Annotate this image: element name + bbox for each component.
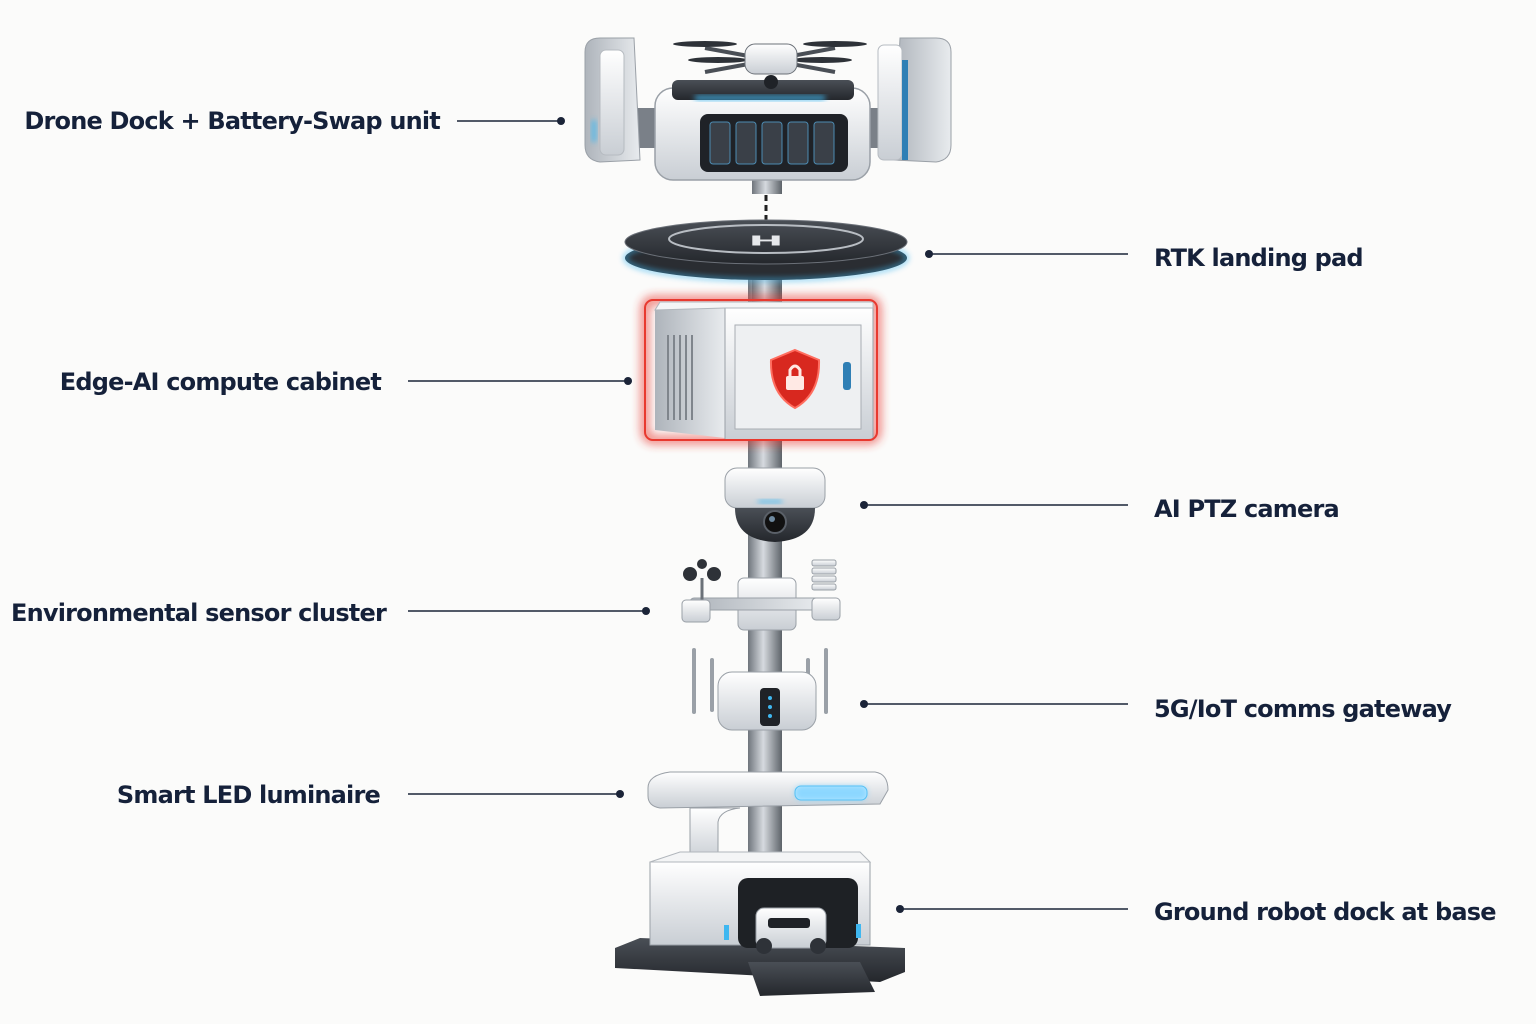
label-comms-gateway: 5G/IoT comms gateway bbox=[1154, 695, 1452, 723]
drone-icon bbox=[673, 41, 867, 89]
label-ptz-camera: AI PTZ camera bbox=[1154, 495, 1340, 523]
pad-marking-h: H bbox=[749, 233, 784, 249]
leader-lines bbox=[408, 117, 1128, 913]
comms-gateway bbox=[692, 648, 828, 731]
edge-ai-cabinet bbox=[642, 297, 880, 443]
rtk-landing-pad: H bbox=[623, 219, 909, 303]
label-led-luminaire: Smart LED luminaire bbox=[116, 781, 381, 809]
drone-dock-unit bbox=[584, 37, 952, 194]
label-sensor-cluster: Environmental sensor cluster bbox=[10, 599, 387, 627]
sensor-cluster bbox=[681, 559, 841, 631]
shield-lock-icon bbox=[769, 348, 821, 410]
robot-dock bbox=[615, 851, 905, 996]
led-luminaire bbox=[647, 771, 889, 861]
label-drone-dock: Drone Dock + Battery-Swap unit bbox=[24, 107, 440, 135]
ptz-camera bbox=[724, 467, 826, 542]
label-rtk-landing-pad: RTK landing pad bbox=[1154, 244, 1364, 272]
label-edge-ai-cabinet: Edge-AI compute cabinet bbox=[59, 368, 382, 396]
label-robot-dock: Ground robot dock at base bbox=[1154, 898, 1497, 926]
